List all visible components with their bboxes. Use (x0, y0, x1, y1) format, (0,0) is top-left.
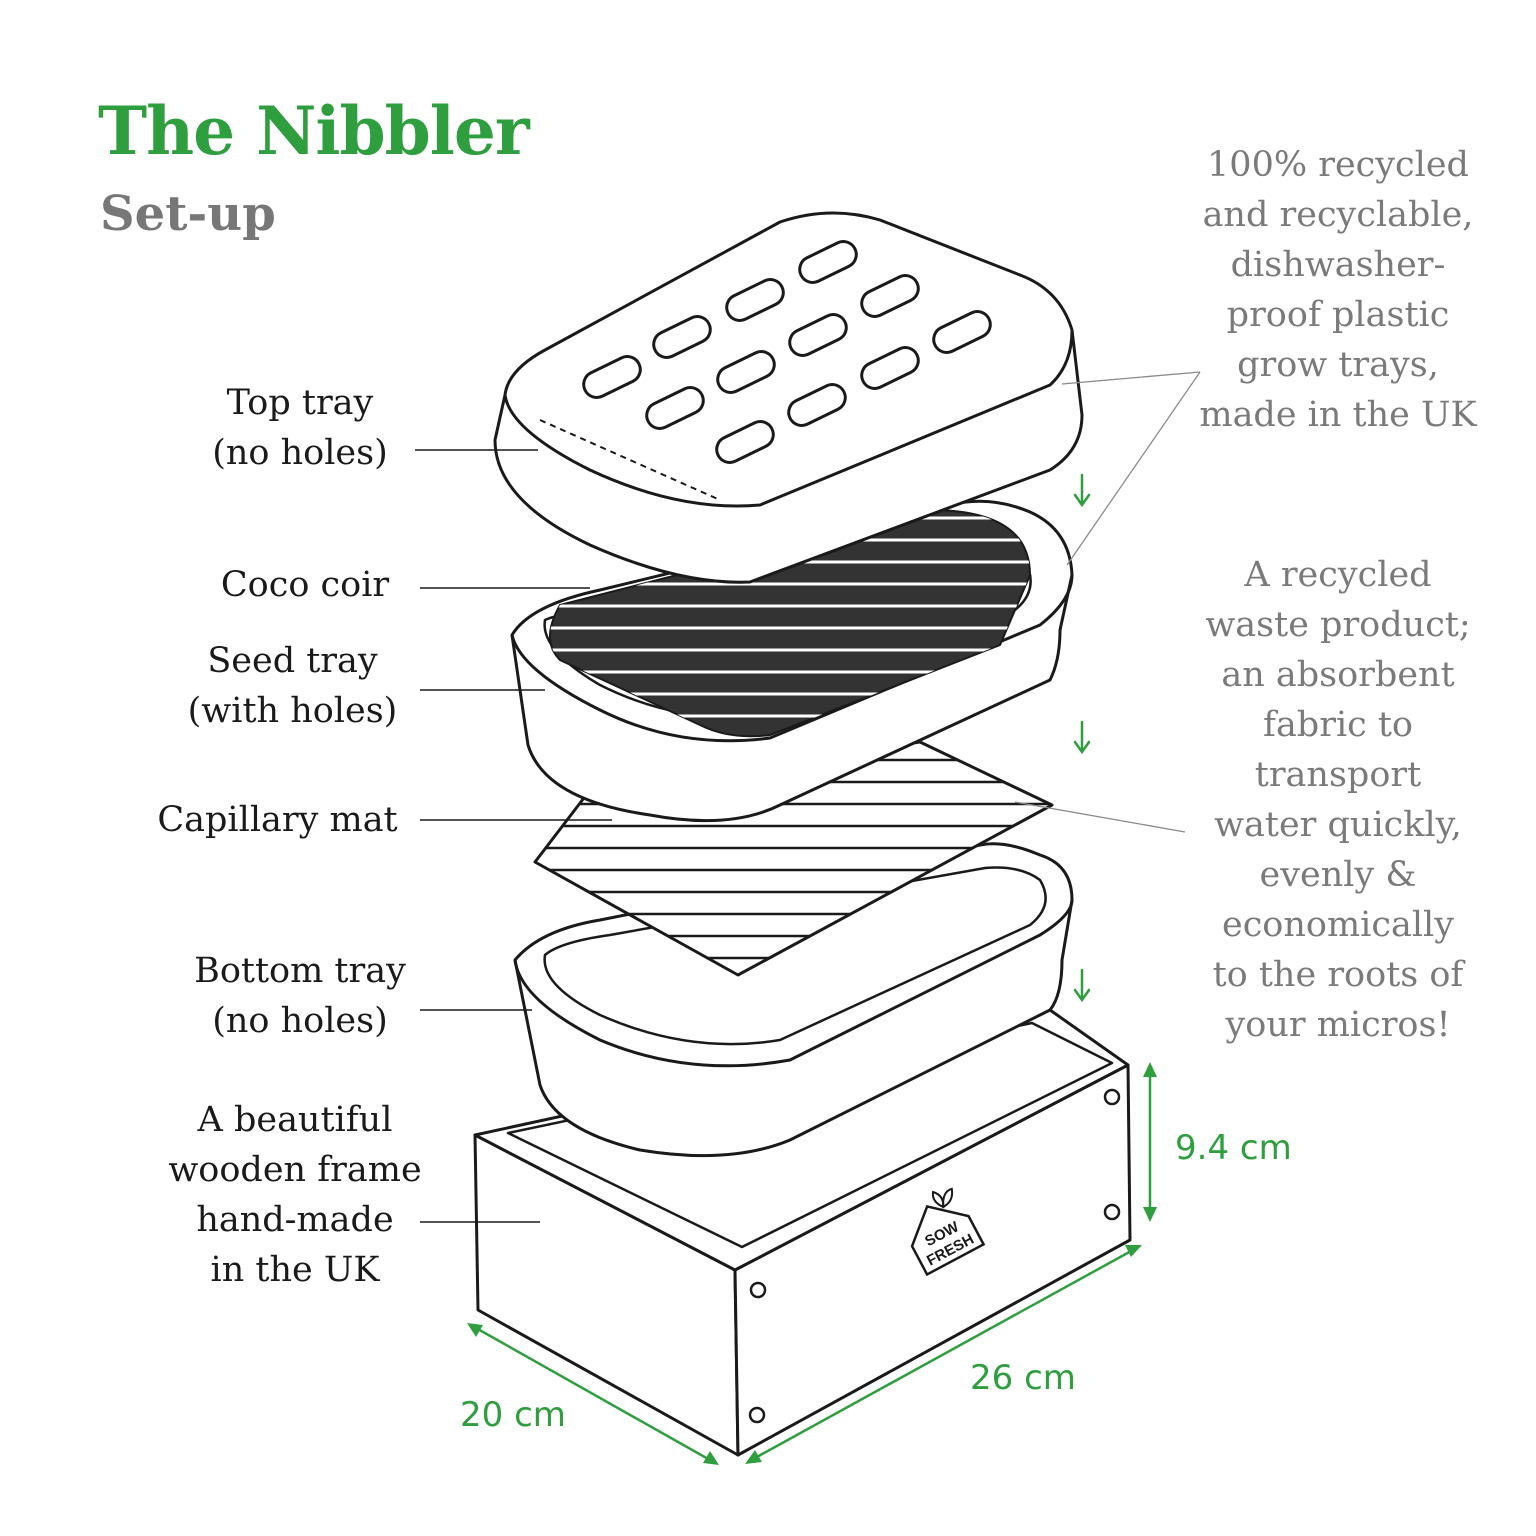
label-line: in the UK (210, 1250, 380, 1290)
label-line: (no holes) (212, 433, 388, 473)
label-bottom-tray: Bottom tray (no holes) (180, 946, 420, 1046)
label-line: Bottom tray (194, 951, 406, 991)
top-tray-slot (652, 315, 712, 359)
bottom-tray-inner-lip (543, 866, 1047, 1046)
dimension-arrows (467, 1062, 1157, 1465)
top-tray-top-edge (503, 329, 1074, 508)
label-line: A beautiful (197, 1100, 393, 1140)
top-tray-slot (582, 355, 642, 399)
width-dimension-arrow (467, 1323, 719, 1465)
label-capillary-mat: Capillary mat (140, 795, 415, 845)
down-arrow-icon (1073, 720, 1091, 755)
label-wooden-frame: A beautiful wooden frame hand-made in th… (150, 1095, 440, 1295)
label-line: (with holes) (187, 691, 398, 731)
note-line: dishwasher- (1230, 245, 1446, 285)
label-top-tray: Top tray (no holes) (200, 378, 400, 478)
dimension-width-label: 20 cm (460, 1395, 566, 1435)
note-line: proof plastic (1226, 295, 1450, 335)
frame-screw (1103, 1088, 1121, 1106)
note-line: to the roots of (1212, 955, 1464, 995)
note-line: made in the UK (1199, 395, 1477, 435)
note-line: evenly & (1259, 855, 1417, 895)
top-tray-slot (788, 313, 848, 357)
length-dimension-arrow (745, 1245, 1142, 1464)
note-line: and recyclable, (1202, 195, 1474, 235)
leader-trays-note (1061, 371, 1201, 385)
note-line: an absorbent (1221, 655, 1455, 695)
top-tray (493, 211, 1084, 584)
label-line: wooden frame (168, 1150, 422, 1190)
bottom-tray-rim (513, 899, 1074, 1068)
page-subtitle: Set-up (100, 186, 276, 242)
top-tray-slot (787, 383, 847, 427)
note-line: transport (1254, 755, 1422, 795)
label-line: Top tray (226, 383, 374, 423)
leader-lines-left (415, 449, 612, 1223)
leader-lines-right (1014, 371, 1201, 833)
top-tray-slots (582, 240, 992, 464)
note-line: economically (1221, 905, 1454, 945)
height-dimension-arrow (1143, 1062, 1157, 1222)
note-line: your micros! (1225, 1005, 1451, 1045)
note-line: 100% recycled (1207, 145, 1469, 185)
seed-tray-rim (510, 574, 1074, 743)
dimension-length-label: 26 cm (970, 1358, 1076, 1398)
note-capillary-mat: A recycled waste product; an absorbent f… (1180, 550, 1496, 1050)
note-grow-trays: 100% recycled and recyclable, dishwasher… (1180, 140, 1496, 440)
label-line: Seed tray (207, 641, 378, 681)
frame-screw (1103, 1203, 1121, 1221)
frame-screw (749, 1281, 767, 1299)
label-line: Capillary mat (157, 800, 398, 840)
note-line: grow trays, (1237, 345, 1439, 385)
note-line: A recycled (1244, 555, 1432, 595)
leader-mat-note (1014, 801, 1186, 833)
label-coco-coir: Coco coir (195, 560, 415, 610)
top-tray-slot (860, 274, 920, 318)
label-line: (no holes) (212, 1001, 388, 1041)
assembly-arrows (1073, 473, 1091, 1003)
top-tray-slot (715, 420, 775, 464)
dimension-height-label: 9.4 cm (1175, 1128, 1292, 1168)
top-tray-slot (860, 346, 920, 390)
note-line: water quickly, (1214, 805, 1462, 845)
down-arrow-icon (1073, 473, 1091, 508)
label-line: hand-made (196, 1200, 394, 1240)
note-line: fabric to (1262, 705, 1413, 745)
down-arrow-icon (1073, 968, 1091, 1003)
label-line: Coco coir (220, 565, 390, 605)
top-tray-slot (725, 278, 785, 322)
page-title: The Nibbler (98, 92, 530, 170)
top-tray-slot (645, 386, 705, 430)
top-tray-slot (798, 240, 858, 284)
leader-trays-note-seed (1066, 371, 1201, 566)
label-seed-tray: Seed tray (with holes) (175, 636, 410, 736)
frame-screw (748, 1406, 766, 1424)
top-tray-slot (932, 310, 992, 354)
note-line: waste product; (1205, 605, 1471, 645)
top-tray-slot (716, 350, 776, 394)
